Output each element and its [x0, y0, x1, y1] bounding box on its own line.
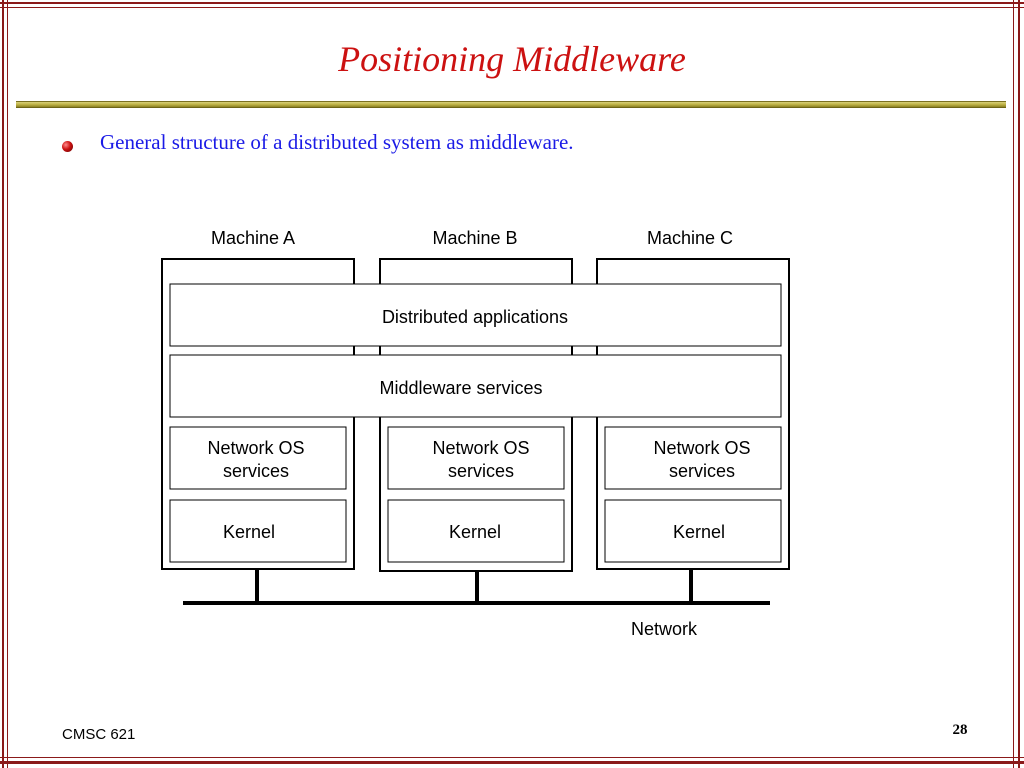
- frame-top-outer: [0, 2, 1024, 4]
- network-os-box-b: [387, 426, 565, 490]
- network-os-box-c: [604, 426, 782, 490]
- middleware-services-box: [169, 354, 782, 418]
- machine-a-label: Machine A: [211, 228, 295, 248]
- network-os-box-a: [169, 426, 347, 490]
- frame-top-inner: [0, 7, 1024, 8]
- distributed-applications-box: [169, 283, 782, 347]
- bullet-icon: [62, 141, 73, 152]
- network-os-label-c-line2: services: [669, 461, 735, 481]
- kernel-box-a: [169, 499, 347, 563]
- network-os-label-a-line2: services: [223, 461, 289, 481]
- kernel-box-c: [604, 499, 782, 563]
- machine-c-label: Machine C: [647, 228, 733, 248]
- frame-right-inner: [1013, 0, 1014, 768]
- frame-left-outer: [2, 0, 4, 768]
- frame-bottom-outer: [0, 761, 1024, 764]
- kernel-box-b: [387, 499, 565, 563]
- network-os-label-b-line1: Network OS: [432, 438, 529, 458]
- frame-right-outer: [1018, 0, 1020, 768]
- kernel-label-a: Kernel: [223, 522, 275, 542]
- distributed-applications-label: Distributed applications: [382, 307, 568, 327]
- kernel-label-c: Kernel: [673, 522, 725, 542]
- network-os-label-a-line1: Network OS: [207, 438, 304, 458]
- frame-left-inner: [7, 0, 8, 768]
- bullet-text: General structure of a distributed syste…: [100, 130, 574, 154]
- network-label: Network: [631, 619, 698, 639]
- frame-bottom-inner: [0, 757, 1024, 758]
- footer-course: CMSC 621: [62, 726, 136, 743]
- title-rule: [16, 101, 1006, 108]
- slide-title: Positioning Middleware: [338, 39, 686, 79]
- machine-b-label: Machine B: [432, 228, 517, 248]
- kernel-label-b: Kernel: [449, 522, 501, 542]
- network-os-label-b-line2: services: [448, 461, 514, 481]
- page-number: 28: [952, 722, 968, 738]
- network-os-label-c-line1: Network OS: [653, 438, 750, 458]
- middleware-services-label: Middleware services: [379, 378, 542, 398]
